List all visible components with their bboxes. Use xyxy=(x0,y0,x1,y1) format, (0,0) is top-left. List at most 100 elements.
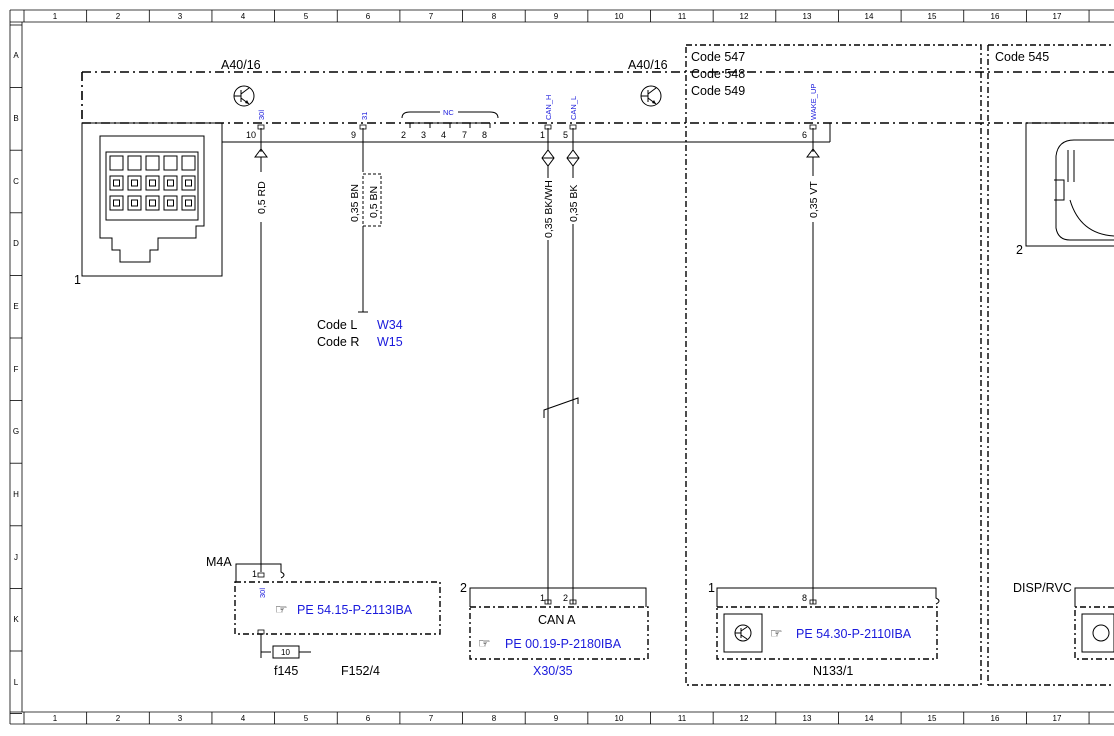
col-label: 11 xyxy=(678,714,687,723)
a40-16-label-right: A40/16 xyxy=(628,58,668,72)
wire-label: 0,35 VT xyxy=(808,181,820,218)
col-label: 17 xyxy=(1053,714,1062,723)
code-r-value[interactable]: W15 xyxy=(377,335,403,349)
signal-31: 31 xyxy=(360,112,369,120)
wire-label: 0,35 BN xyxy=(349,184,361,222)
connector-cavity xyxy=(127,155,142,171)
pin-nc: 2 xyxy=(401,130,406,140)
m4a-label: M4A xyxy=(206,555,232,569)
m4a-block: M4A 1 30l ☞ PE 54.15-P-2113IBA 10 f145 F… xyxy=(206,555,441,678)
col-label: 14 xyxy=(865,714,874,723)
a40-16-component: A40/16 A40/16 xyxy=(81,58,1114,124)
col-label: 16 xyxy=(991,12,1000,21)
ref-link-2[interactable]: PE 00.19-P-2180IBA xyxy=(505,637,622,651)
connector-terminal xyxy=(113,179,120,187)
col-label: 2 xyxy=(116,714,121,723)
fuse-number: 10 xyxy=(281,648,290,657)
signal-30l: 30l xyxy=(257,110,266,120)
wire-label: 0,35 BK xyxy=(568,185,580,222)
disp-rvc-block: DISP/RVC xyxy=(1013,581,1114,660)
connector-cavity xyxy=(145,175,160,191)
ref-link-3[interactable]: PE 54.30-P-2110IBA xyxy=(796,627,912,641)
pin-nc: 3 xyxy=(421,130,426,140)
x-pin2: 2 xyxy=(563,593,568,603)
wire-can-l: 0,35 BK xyxy=(566,142,580,604)
signal-wake-up: WAKE_UP xyxy=(809,84,818,120)
a40-16-label-left: A40/16 xyxy=(221,58,261,72)
connector-cavity xyxy=(127,195,142,211)
pin-1: 1 xyxy=(540,130,545,140)
connector-terminal xyxy=(149,199,156,207)
row-label: L xyxy=(14,678,19,687)
row-label: A xyxy=(13,51,19,60)
x-pin1: 1 xyxy=(540,593,545,603)
code-l-label: Code L xyxy=(317,318,357,332)
col-label: 13 xyxy=(803,12,812,21)
wire-0-35-bn: 0,35 BN 0,5 BN xyxy=(349,142,382,313)
x30-35-label[interactable]: X30/35 xyxy=(533,664,573,678)
connector-terminal xyxy=(167,199,174,207)
pin-nc: 8 xyxy=(482,130,487,140)
col-label: 11 xyxy=(678,12,687,21)
code-545: Code 545 xyxy=(995,50,1049,64)
connector-cavity xyxy=(109,155,124,171)
connector-terminal xyxy=(113,199,120,207)
pointing-hand-icon: ☞ xyxy=(478,635,491,651)
code-l-value[interactable]: W34 xyxy=(377,318,403,332)
col-label: 5 xyxy=(304,12,309,21)
n133-1-block: 1 8 ☞ PE 54.30-P-2110IBA N133/1 xyxy=(708,581,940,678)
connector-terminal xyxy=(185,179,192,187)
col-label: 8 xyxy=(492,12,497,21)
row-label: F xyxy=(14,365,19,374)
ruler-frame xyxy=(9,9,1114,725)
ref-link-1[interactable]: PE 54.15-P-2113IBA xyxy=(297,603,413,617)
code-545-box: Code 545 xyxy=(987,44,1114,686)
col-label: 1 xyxy=(53,714,58,723)
connector-cavity xyxy=(181,195,196,211)
nc-bracket: NC xyxy=(401,108,499,119)
pin-ticks xyxy=(257,122,817,142)
col-label: 15 xyxy=(928,12,937,21)
connector-housing-icon-right: 2 xyxy=(1016,122,1114,257)
x30-35-block: 2 1 2 CAN A ☞ PE 00.19-P-2180IBA X30/35 xyxy=(460,581,649,678)
connector-terminal xyxy=(131,199,138,207)
connector-cavity xyxy=(127,175,142,191)
pin-labels: 10 9 2 3 4 7 8 1 5 6 xyxy=(246,130,807,140)
row-label: C xyxy=(13,177,19,186)
row-label: J xyxy=(14,553,18,562)
connector-cavity xyxy=(181,155,196,171)
connector-terminal xyxy=(149,179,156,187)
pin-9: 9 xyxy=(351,130,356,140)
n133-1-label: N133/1 xyxy=(813,664,853,678)
code-547: Code 547 xyxy=(691,50,745,64)
pin-10: 10 xyxy=(246,130,256,140)
col-label: 9 xyxy=(554,12,559,21)
connector-cavity xyxy=(145,195,160,211)
col-label: 4 xyxy=(241,714,246,723)
signal-labels: 30l 31 CAN_H CAN_L WAKE_UP xyxy=(257,84,818,120)
col-label: 9 xyxy=(554,714,559,723)
pin-nc: 7 xyxy=(462,130,467,140)
wire-label: 0,5 BN xyxy=(368,186,380,218)
col-label: 7 xyxy=(429,714,434,723)
row-label: G xyxy=(13,427,19,436)
connector-number-right: 2 xyxy=(1016,243,1023,257)
m4a-pin: 1 xyxy=(252,569,257,579)
transistor-icon xyxy=(640,85,662,107)
x30-35-num: 2 xyxy=(460,581,467,595)
row-label: E xyxy=(13,302,18,311)
row-label: K xyxy=(13,615,19,624)
disp-rvc-label: DISP/RVC xyxy=(1013,581,1072,595)
col-label: 6 xyxy=(366,714,371,723)
pin-nc: 4 xyxy=(441,130,446,140)
col-label: 3 xyxy=(178,714,183,723)
connector-cavity xyxy=(163,155,178,171)
f152-4-label: F152/4 xyxy=(341,664,380,678)
wire-0-35-vt: 0,35 VT xyxy=(806,142,820,604)
n-pin: 8 xyxy=(802,593,807,603)
connector-number: 1 xyxy=(74,273,81,287)
wire-label: 0,35 BK/WH xyxy=(543,180,555,238)
col-label: 10 xyxy=(615,12,624,21)
col-label: 5 xyxy=(304,714,309,723)
connector-cavity xyxy=(181,175,196,191)
